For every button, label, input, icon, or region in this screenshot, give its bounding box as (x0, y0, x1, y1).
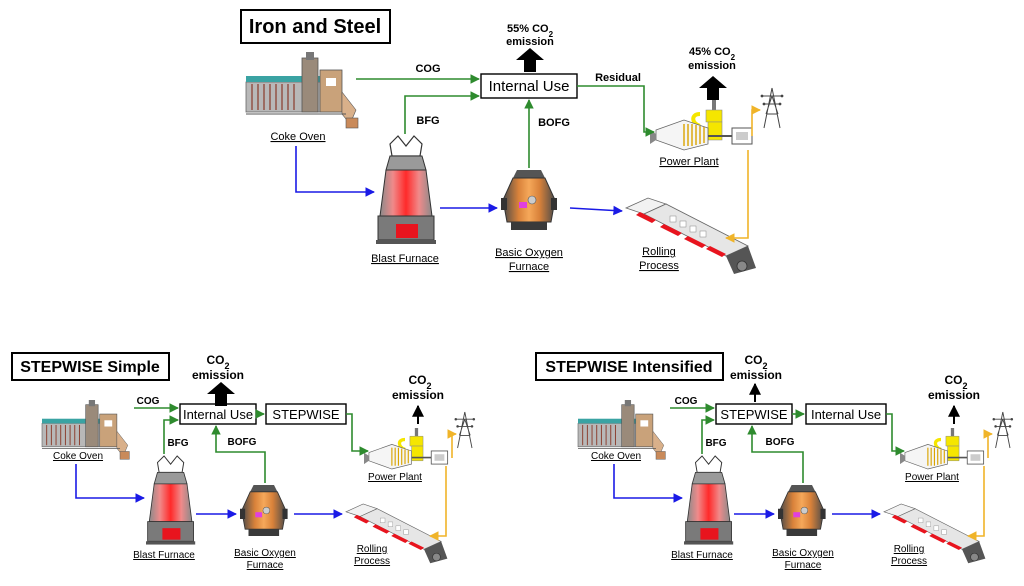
panel-title-box (240, 9, 391, 44)
rolling-label-line2: Process (354, 556, 390, 567)
power-plant-icon (362, 426, 450, 471)
emission-internal-word: emission (730, 368, 782, 382)
blast-furnace-label: Blast Furnace (133, 550, 195, 561)
blast-furnace-icon (683, 455, 734, 546)
blast-furnace-label: Blast Furnace (371, 253, 439, 265)
emission-power-co2: CO2 (944, 373, 967, 391)
panel-stepwise-intensified: STEPWISE Intensified STEPWISE Internal U… (535, 352, 1014, 571)
cog-label: COG (415, 63, 440, 75)
blast-furnace-label: Blast Furnace (671, 550, 733, 561)
emission-power-word: emission (392, 388, 444, 402)
coke-oven-label: Coke Oven (591, 451, 641, 462)
rolling-label-line1: Rolling (642, 246, 676, 258)
blast-furnace-icon (375, 135, 437, 245)
emission-power-co2: CO2 (408, 373, 431, 391)
coke-oven-icon (245, 51, 359, 129)
emission-power-word: emission (688, 60, 736, 72)
basic-oxygen-furnace-icon (777, 484, 827, 537)
emission-arrow-icon (207, 382, 235, 406)
pylon-icon (760, 87, 784, 129)
power-plant-icon (898, 426, 986, 471)
bfg-label: BFG (416, 115, 439, 127)
emission-internal-co2: CO2 (744, 353, 767, 371)
bofg-label: BOFG (538, 117, 570, 129)
power-to-grid-line (983, 429, 993, 458)
bof-to-rolling-line (569, 205, 623, 216)
bfg-line (701, 415, 715, 454)
bofg-label: BOFG (766, 437, 795, 448)
residual-label: Residual (595, 72, 641, 84)
blast-furnace-icon (145, 455, 196, 546)
power-to-grid-line (751, 105, 761, 136)
power-plant-label: Power Plant (905, 472, 959, 483)
internal-use-label: Internal Use (183, 407, 253, 422)
panel-title-box (535, 352, 724, 381)
panel-title-box (11, 352, 170, 381)
power-to-rolling-line (429, 466, 447, 541)
bofg-line (211, 425, 266, 483)
internal-use-label: Internal Use (489, 78, 570, 95)
bof-label-line2: Furnace (247, 560, 284, 571)
emission-power-pct: 45% CO2 (689, 46, 736, 62)
power-to-rolling-line (725, 150, 749, 243)
bof-label-line1: Basic Oxygen (234, 548, 296, 559)
coke-oven-label: Coke Oven (270, 131, 325, 143)
rolling-label-line1: Rolling (357, 544, 388, 555)
coke-to-bf-line (295, 146, 375, 197)
residual-line (577, 85, 655, 137)
emission-internal-word: emission (192, 368, 244, 382)
coke-to-bf-line (75, 464, 145, 503)
bofg-label: BOFG (228, 437, 257, 448)
bfg-label: BFG (705, 438, 726, 449)
internal-use-label: Internal Use (811, 407, 881, 422)
coke-oven-label: Coke Oven (53, 451, 103, 462)
power-plant-icon (648, 98, 754, 152)
pylon-icon (992, 411, 1014, 449)
internal-to-power-line (886, 413, 905, 456)
rolling-label-line1: Rolling (894, 544, 925, 555)
power-plant-label: Power Plant (659, 156, 718, 168)
emission-internal-word: emission (506, 36, 554, 48)
bfg-label: BFG (167, 438, 188, 449)
power-to-grid-line (447, 429, 457, 458)
coke-to-bf-line (613, 464, 683, 503)
stepwise-label: STEPWISE (272, 407, 340, 422)
emission-internal-pct: 55% CO2 (507, 23, 554, 39)
emission-arrow-icon (699, 76, 727, 100)
bfg-line (163, 415, 179, 454)
panel-title: Iron and Steel (249, 16, 381, 38)
basic-oxygen-furnace-icon (239, 484, 289, 537)
panel-title: STEPWISE Intensified (545, 359, 712, 376)
rolling-label-line2: Process (891, 556, 927, 567)
power-to-rolling-line (967, 466, 985, 541)
stepwise-label: STEPWISE (720, 407, 788, 422)
cog-label: COG (137, 396, 160, 407)
panel-title: STEPWISE Simple (20, 359, 160, 376)
emission-internal-co2: CO2 (206, 353, 229, 371)
pylon-icon (454, 411, 476, 449)
basic-oxygen-furnace-icon (500, 169, 558, 231)
rolling-label-line2: Process (639, 260, 679, 272)
internal-use-box (480, 73, 578, 99)
bof-label-line2: Furnace (785, 560, 822, 571)
panel-stepwise-simple: STEPWISE Simple Internal Use STEPWISE CO… (11, 352, 476, 571)
bof-label-line1: Basic Oxygen (772, 548, 834, 559)
bof-label-line1: Basic Oxygen (495, 247, 563, 259)
stepwise-to-power-line (346, 413, 369, 456)
emission-arrow-icon (516, 48, 544, 72)
cog-label: COG (675, 396, 698, 407)
power-plant-label: Power Plant (368, 472, 422, 483)
emission-power-word: emission (928, 388, 980, 402)
bofg-line (747, 425, 804, 483)
bfg-line (404, 91, 480, 134)
bof-label-line2: Furnace (509, 261, 549, 273)
panel-iron-and-steel: Iron and Steel Internal Use 55% CO2 emis… (240, 9, 784, 275)
